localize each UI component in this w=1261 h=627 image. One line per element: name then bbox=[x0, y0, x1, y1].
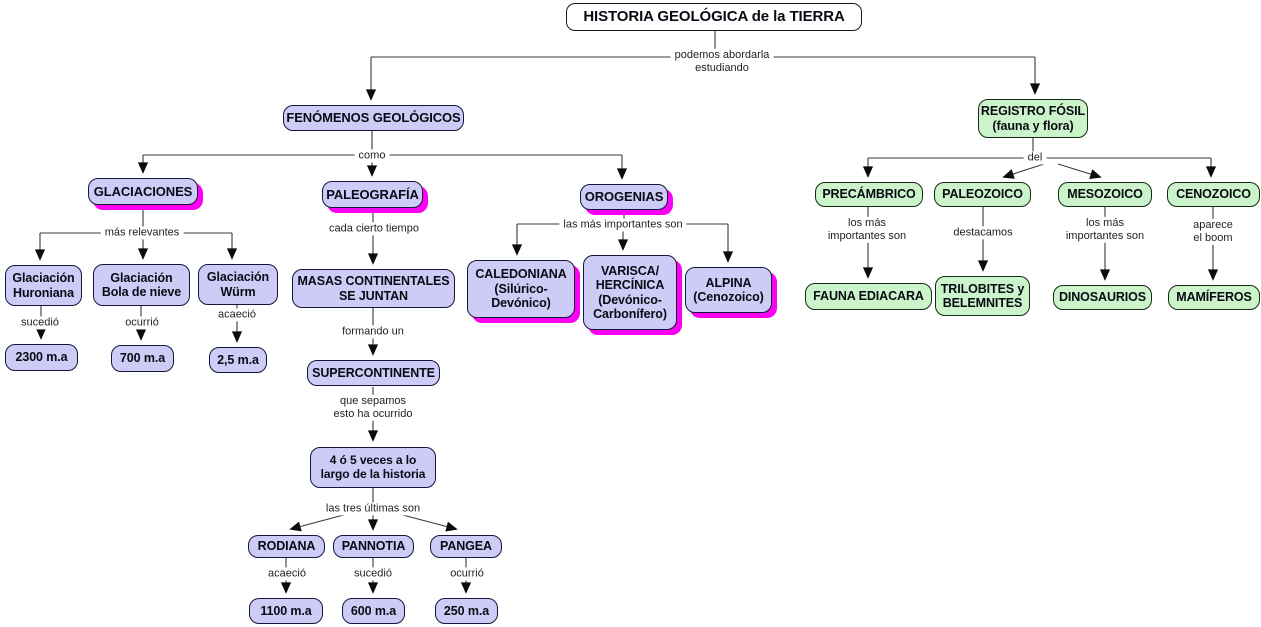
node-2-5-ma[interactable]: 2,5 m.a bbox=[209, 347, 267, 373]
node-glaciacion-bola-de-nieve[interactable]: Glaciación Bola de nieve bbox=[93, 264, 190, 306]
node-varisca-hercinica[interactable]: VARISCA/ HERCÍNICA (Devónico- Carbonífer… bbox=[583, 255, 677, 330]
edge-label-las-mas-importantes: las más importantes son bbox=[559, 218, 687, 232]
edge-label-que-sepamos: que sepamos esto ha ocurrido bbox=[329, 394, 417, 422]
node-pannotia[interactable]: PANNOTIA bbox=[333, 535, 414, 558]
edge-label-como: como bbox=[354, 149, 390, 163]
node-paleozoico[interactable]: PALEOZOICO bbox=[934, 182, 1031, 207]
edge-label-aparece-el-boom: aparece el boom bbox=[1189, 218, 1237, 246]
edge-label-los-mas-mesozoico: los más importantes son bbox=[1061, 216, 1149, 244]
node-2300-ma[interactable]: 2300 m.a bbox=[5, 344, 78, 371]
node-registro-fosil[interactable]: REGISTRO FÓSIL (fauna y flora) bbox=[978, 99, 1088, 138]
edge-label-ocurrio-pangea: ocurrió bbox=[446, 567, 488, 581]
edge-label-cada-cierto-tiempo: cada cierto tiempo bbox=[325, 222, 423, 236]
edge-label-destacamos: destacamos bbox=[949, 226, 1017, 240]
node-glaciacion-wurm[interactable]: Glaciación Würm bbox=[198, 264, 278, 305]
node-supercontinente[interactable]: SUPERCONTINENTE bbox=[307, 360, 440, 386]
edge-label-formando-un: formando un bbox=[338, 325, 408, 339]
node-dinosaurios[interactable]: DINOSAURIOS bbox=[1053, 285, 1152, 310]
edge-label-acaecio-wurm: acaeció bbox=[214, 308, 260, 322]
node-mesozoico[interactable]: MESOZOICO bbox=[1058, 182, 1152, 207]
node-cenozoico[interactable]: CENOZOICO bbox=[1167, 182, 1260, 207]
node-glaciacion-huroniana[interactable]: Glaciación Huroniana bbox=[5, 265, 82, 306]
node-precambrico[interactable]: PRECÁMBRICO bbox=[815, 182, 923, 207]
node-250-ma[interactable]: 250 m.a bbox=[435, 598, 498, 624]
node-fauna-ediacara[interactable]: FAUNA EDIACARA bbox=[805, 283, 932, 310]
edge-label-los-mas-precambrico: los más importantes son bbox=[823, 216, 911, 244]
node-glaciaciones[interactable]: GLACIACIONES bbox=[88, 178, 198, 205]
node-masas-continentales[interactable]: MASAS CONTINENTALES SE JUNTAN bbox=[292, 269, 455, 308]
node-caledoniana[interactable]: CALEDONIANA (Silúrico- Devónico) bbox=[467, 260, 575, 318]
edge-label-sucedio-pannotia: sucedió bbox=[350, 567, 396, 581]
edge-label-ocurrio-bola: ocurrió bbox=[121, 316, 163, 330]
node-orogenias[interactable]: OROGENIAS bbox=[580, 184, 668, 210]
edge-label-del: del bbox=[1023, 151, 1047, 165]
node-600-ma[interactable]: 600 m.a bbox=[342, 598, 405, 624]
node-700-ma[interactable]: 700 m.a bbox=[111, 345, 174, 372]
node-title[interactable]: HISTORIA GEOLÓGICA de la TIERRA bbox=[566, 3, 862, 31]
node-paleografia[interactable]: PALEOGRAFÍA bbox=[322, 181, 423, 208]
node-1100-ma[interactable]: 1100 m.a bbox=[249, 598, 323, 624]
edge-label-podemos-abordarla: podemos abordarla estudiando bbox=[670, 48, 774, 76]
edge-label-acaecio-rodiana: acaeció bbox=[264, 567, 310, 581]
node-pangea[interactable]: PANGEA bbox=[430, 535, 502, 558]
node-4-o-5-veces[interactable]: 4 ó 5 veces a lo largo de la historia bbox=[310, 447, 436, 488]
edge-label-las-tres-ultimas: las tres últimas son bbox=[321, 502, 425, 516]
node-alpina[interactable]: ALPINA (Cenozoico) bbox=[685, 267, 772, 313]
node-rodiana[interactable]: RODIANA bbox=[248, 535, 325, 558]
edge-label-mas-relevantes: más relevantes bbox=[100, 226, 184, 240]
node-fenomenos-geologicos[interactable]: FENÓMENOS GEOLÓGICOS bbox=[283, 105, 464, 131]
node-trilobites-belemnites[interactable]: TRILOBITES y BELEMNITES bbox=[935, 276, 1030, 316]
node-mamiferos[interactable]: MAMÍFEROS bbox=[1168, 285, 1260, 310]
edge-label-sucedio-huroniana: sucedió bbox=[17, 316, 63, 330]
